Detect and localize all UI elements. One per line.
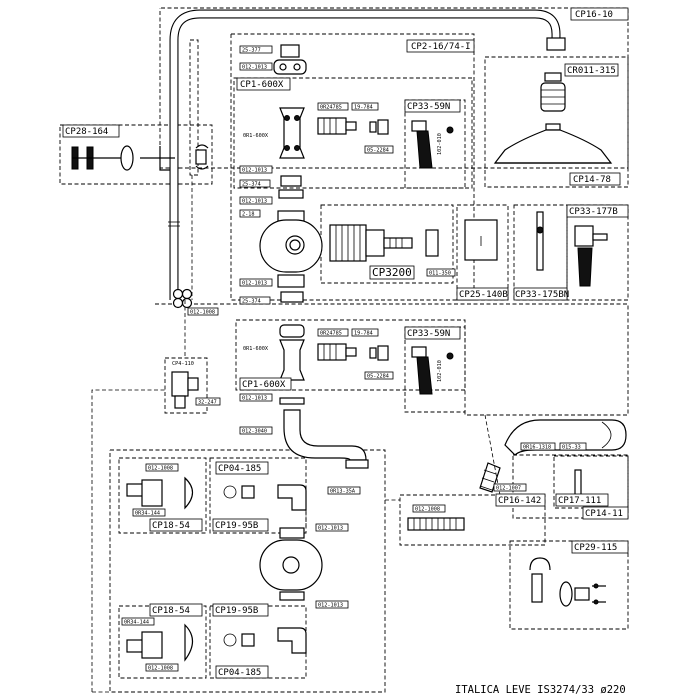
label-cp18-54-top: CP18-54 [152,521,190,531]
label-cp18-54-bot: CP18-54 [152,606,190,616]
outline-cp29-115 [509,540,629,630]
label-cp2-16-74: CP2-16/74-I [411,42,471,52]
part-012-1008-b: 012-1008 [415,507,440,513]
label-cp16-10: CP16-10 [575,10,613,20]
part-0r1-600x-a: 0R1-600X [243,133,269,139]
label-cp4-110: CP4-110 [172,361,194,367]
leader-lines [184,175,501,528]
part-012-1008-d: 012-1008 [148,666,173,672]
outline-cp14-78 [484,56,629,188]
outline-cp18-54-bot [118,605,207,679]
part-05-2284-b: 05-2284 [367,374,389,380]
outline-left-feed [91,389,165,692]
label-cp33-175bn: CP33-175BN [515,290,569,300]
spout [279,397,369,469]
shower-head [493,72,613,164]
part-25-377: 25-377 [242,48,261,54]
label-cp3200: CP3200 [372,266,412,279]
part-19-784-b: 19-784 [354,331,373,337]
valve-top [279,107,454,169]
label-cp1-600x-top: CP1-600X [240,80,284,90]
part-0r24785-b: 0R24785 [320,331,342,337]
wall-holder [529,557,606,607]
label-cp14-11: CP14-11 [585,509,623,519]
part-012-1013-d: 012-1013 [242,281,267,287]
part-012-1013-a: 012-1013 [242,65,267,71]
label-cp04-185-bot: CP04-185 [218,668,261,678]
part-0r34-144-a: 0R34-144 [135,511,160,517]
label-cr011-315: CR011-315 [567,66,616,76]
outline-cp4-110 [164,357,208,414]
label-cp25-140b: CP25-140B [459,290,508,300]
label-cp28-164: CP28-164 [65,127,108,137]
label-cp19-95b-top: CP19-95B [215,521,258,531]
shower-riser [168,9,566,309]
label-cp33-177b: CP33-177B [569,207,618,217]
part-19-784-a: 19-784 [354,105,373,111]
label-cp16-142: CP16-142 [498,496,541,506]
label-cp17-111: CP17-111 [558,496,601,506]
diverter [171,371,199,409]
valve-bottom [279,324,454,395]
part-0r34-144-b: 0R34-144 [124,620,149,626]
part-25-374-b: 25-374 [242,299,261,305]
outline-cp16-142 [399,494,546,546]
part-012-1008-a: 012-1008 [190,310,215,316]
part-0r13-35a: 0R13-35A [330,489,356,495]
part-012-3040: 012-3040 [242,429,267,435]
part-015-33: 015-33 [562,445,581,451]
label-cp33-59n-bot: CP33-59N [407,329,450,339]
mixer-body [259,175,608,303]
part-012-1013-g: 012-1013 [318,603,343,609]
part-012-1013-e: 012-1013 [242,396,267,402]
label-cp04-185-top: CP04-185 [218,464,261,474]
part-0r16-1318: 0R16-1318 [523,445,551,451]
label-cp19-95b-bot: CP19-95B [215,606,258,616]
label-cp33-59n-top: CP33-59N [407,102,450,112]
part-012-1007: 012-1007 [496,486,521,492]
top-cap-parts [273,44,307,75]
part-32-247: 32-247 [198,400,217,406]
part-102-010-a: 102-010 [437,133,443,155]
label-cp14-78: CP14-78 [573,175,611,185]
label-cp29-115: CP29-115 [574,543,617,553]
part-012-1013-f: 012-1013 [318,526,343,532]
outline-cp1-600x-top [233,77,473,189]
outline-cp18-54-top [118,457,207,534]
part-25-374-a: 25-374 [242,182,261,188]
outline-cp28-164 [59,124,213,185]
part-012-1008-c: 012-1008 [148,466,173,472]
part-2-18: 2-18 [242,212,255,218]
part-011-350: 011-350 [429,271,451,277]
part-0r24785-a: 0R24785 [320,105,342,111]
lower-body-parts [126,476,323,662]
outline-lower-main [155,303,629,416]
part-012-1013-c: 012-1013 [242,199,267,205]
outline-cp33-175bn [513,204,568,301]
part-102-010-b: 102-010 [437,360,443,382]
part-05-2284-a: 05-2284 [367,148,389,154]
part-0r1-600x-b: 0R1-600X [243,346,269,352]
wall-bracket-parts [71,144,209,171]
part-012-1013-b: 012-1013 [242,168,267,174]
diagram-title: ITALICA LEVE IS3274/33 ø220 [455,684,626,696]
label-cp1-600x-bot: CP1-600X [242,380,286,390]
